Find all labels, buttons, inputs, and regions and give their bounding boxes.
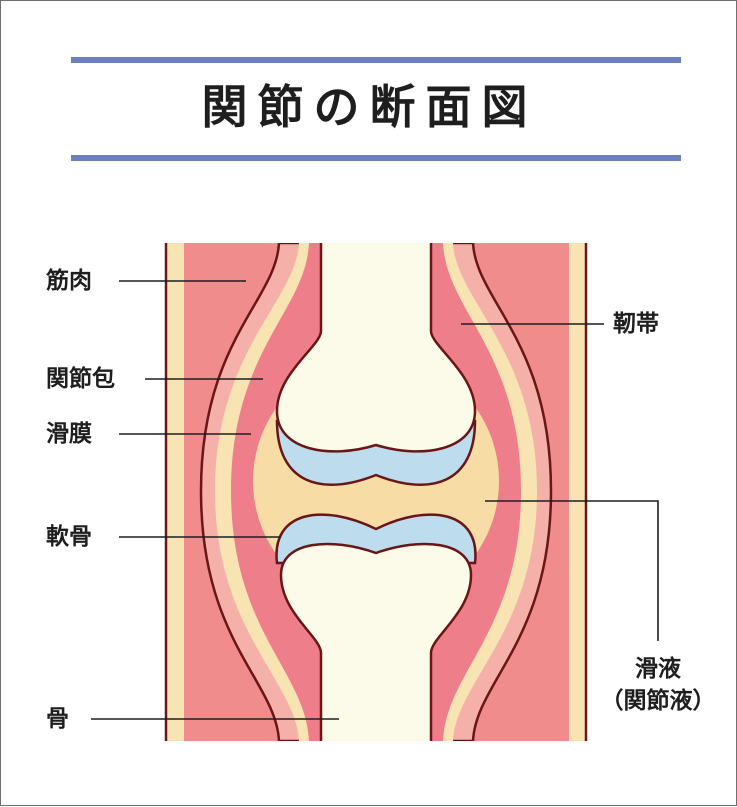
lower-bone-head	[279, 542, 473, 741]
label-muscle: 筋肉	[46, 268, 92, 294]
label-synovial-fluid: 滑液	[635, 656, 681, 682]
label-cartilage: 軟骨	[46, 524, 92, 550]
label-ligament: 靭帯	[613, 311, 659, 337]
label-synovial-membrane: 滑膜	[46, 421, 92, 447]
label-bone: 骨	[46, 706, 69, 732]
synovial-fluid-leader-line	[485, 500, 659, 641]
label-joint-capsule: 関節包	[46, 366, 115, 392]
title-bottom-rule	[71, 155, 681, 161]
label-synovial-fluid-alt: （関節液）	[600, 688, 716, 714]
page-title: 関節の断面図	[201, 80, 538, 134]
title-top-rule	[71, 57, 681, 63]
upper-bone-head	[275, 243, 477, 453]
